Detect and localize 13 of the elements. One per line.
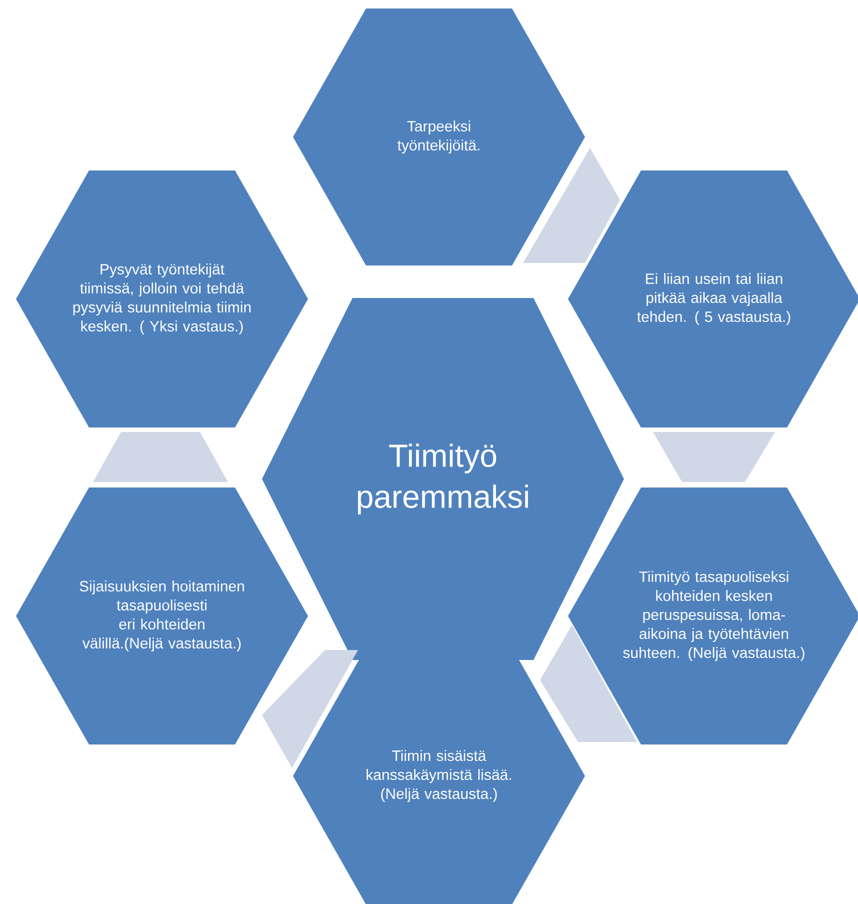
trapezoid [262, 650, 358, 768]
trapezoid [523, 148, 620, 263]
hexagon: Tiimityö paremmaksi [262, 298, 624, 660]
node-label: Tiimin sisäistä kanssakäymistä lisää. (Neljä vastausta.) [366, 750, 511, 802]
hexagon: Pysyvät työntekijät tiimissä, jolloin voi tehdä pysyviä suunnitelmia tiimin kesken. ( Yksi vastaus.) [16, 170, 308, 428]
hexagon: Tiimin sisäistä kanssakäymistä lisää. (Neljä vastausta.) [293, 648, 585, 904]
hexagon: Sijaisuuksien hoitaminen tasapuolisesti eri kohteiden välillä.(Neljä vastausta.) [16, 488, 308, 744]
hexagon: Ei liian usein tai liian pitkää aikaa vajaalla tehden. ( 5 vastausta.) [568, 170, 858, 428]
hexagon: Tarpeeksi työntekijöitä. [293, 8, 585, 266]
trapezoid [653, 432, 775, 482]
trapezoid [93, 432, 228, 482]
hexagon: Tiimityö tasapuoliseksi kohteiden kesken peruspesuissa, loma-aikoina ja työtehtävien suhteen. (Neljä vastausta.) [568, 488, 858, 744]
node-label: Tiimityö paremmaksi [358, 444, 528, 514]
